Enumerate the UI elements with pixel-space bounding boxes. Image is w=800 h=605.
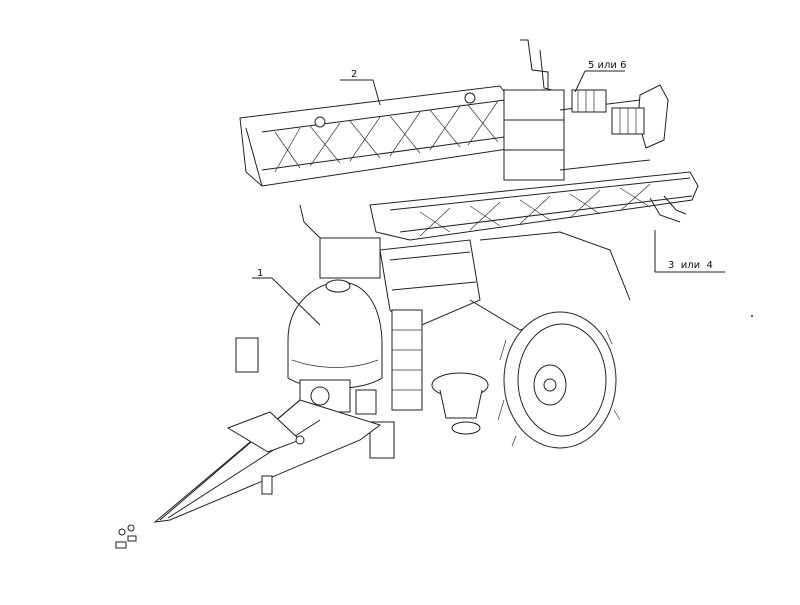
- spray-tank: [287, 279, 383, 389]
- drawbar: [153, 399, 382, 523]
- callout-1: 1: [257, 268, 263, 279]
- pump-assembly: [235, 337, 489, 459]
- callout-3-or-4: 3 или 4: [668, 260, 713, 271]
- stray-dot: [751, 315, 753, 317]
- wheel: [497, 311, 621, 449]
- boom-mast: [503, 39, 669, 181]
- callout-5-or-6: 5 или 6: [588, 60, 626, 71]
- callout-2: 2: [351, 69, 357, 80]
- lower-boom: [369, 171, 699, 241]
- leader-lines: [252, 70, 725, 326]
- chassis-frame: [299, 204, 631, 411]
- valve-block: [571, 89, 645, 135]
- loose-fasteners: [115, 524, 137, 549]
- upper-boom: [239, 85, 515, 187]
